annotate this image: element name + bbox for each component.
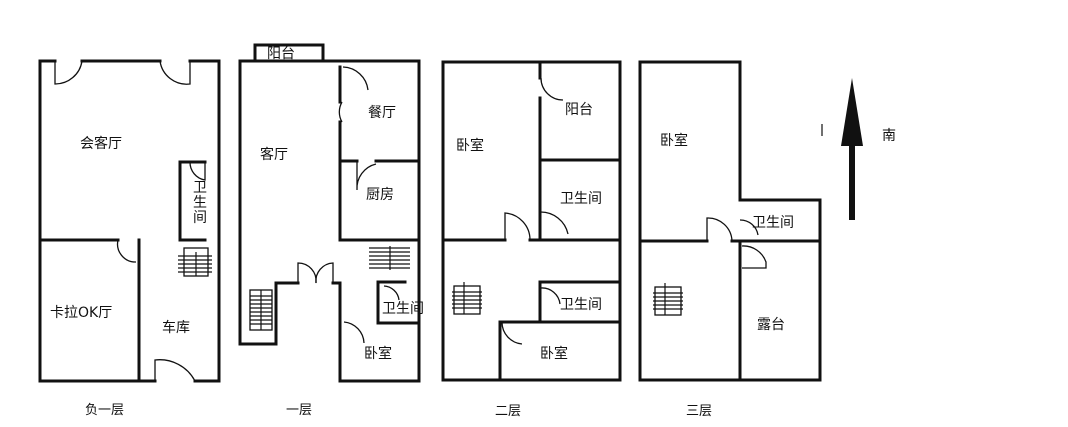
room-bathroom-top: 卫生间 [560, 191, 602, 207]
room-terrace: 露台 [757, 317, 785, 333]
room-kitchen: 厨房 [366, 187, 394, 203]
floor-caption-first: 一层 [286, 403, 312, 418]
north-arrow-icon [841, 78, 863, 220]
compass-label: 南 [882, 128, 896, 144]
room-bedroom-bottom: 卧室 [540, 345, 568, 362]
room-bathroom-char-1: 卫 [193, 180, 207, 196]
room-bedroom-top: 卧室 [456, 137, 484, 154]
stair-icon [653, 283, 683, 316]
compass: 南 [821, 78, 896, 220]
floor-caption-basement: 负一层 [85, 403, 124, 418]
room-balcony: 阳台 [565, 102, 593, 118]
room-ktv: 卡拉OK厅 [50, 305, 112, 321]
room-bathroom-bottom: 卫生间 [560, 297, 602, 313]
floor-caption-third: 三层 [686, 404, 712, 419]
basement-plan: 会客厅 卫 生 间 卡拉OK厅 车库 负一层 [38, 59, 221, 418]
third-floor-plan: 卧室 卫生间 露台 三层 [638, 60, 822, 419]
room-balcony: 阳台 [267, 46, 295, 62]
room-dining: 餐厅 [368, 105, 396, 121]
stair-icon [452, 282, 482, 315]
room-bedroom: 卧室 [364, 345, 392, 362]
room-garage: 车库 [162, 319, 190, 336]
stair-icon [249, 246, 410, 331]
room-bathroom-char-2: 生 [193, 195, 207, 211]
room-bathroom: 卫生间 [382, 301, 424, 317]
floor-caption-second: 二层 [495, 404, 521, 419]
first-floor-plan: 阳台 客厅 餐厅 厨房 卫生间 卧室 一层 [238, 43, 424, 418]
room-bedroom: 卧室 [660, 132, 688, 149]
room-meeting: 会客厅 [80, 135, 122, 152]
stair-icon [178, 247, 212, 277]
room-bathroom: 卫生间 [752, 215, 794, 231]
second-floor-plan: 卧室 阳台 卫生间 卫生间 卧室 二层 [441, 60, 622, 419]
room-living: 客厅 [260, 146, 288, 163]
room-bathroom-char-3: 间 [193, 210, 207, 226]
